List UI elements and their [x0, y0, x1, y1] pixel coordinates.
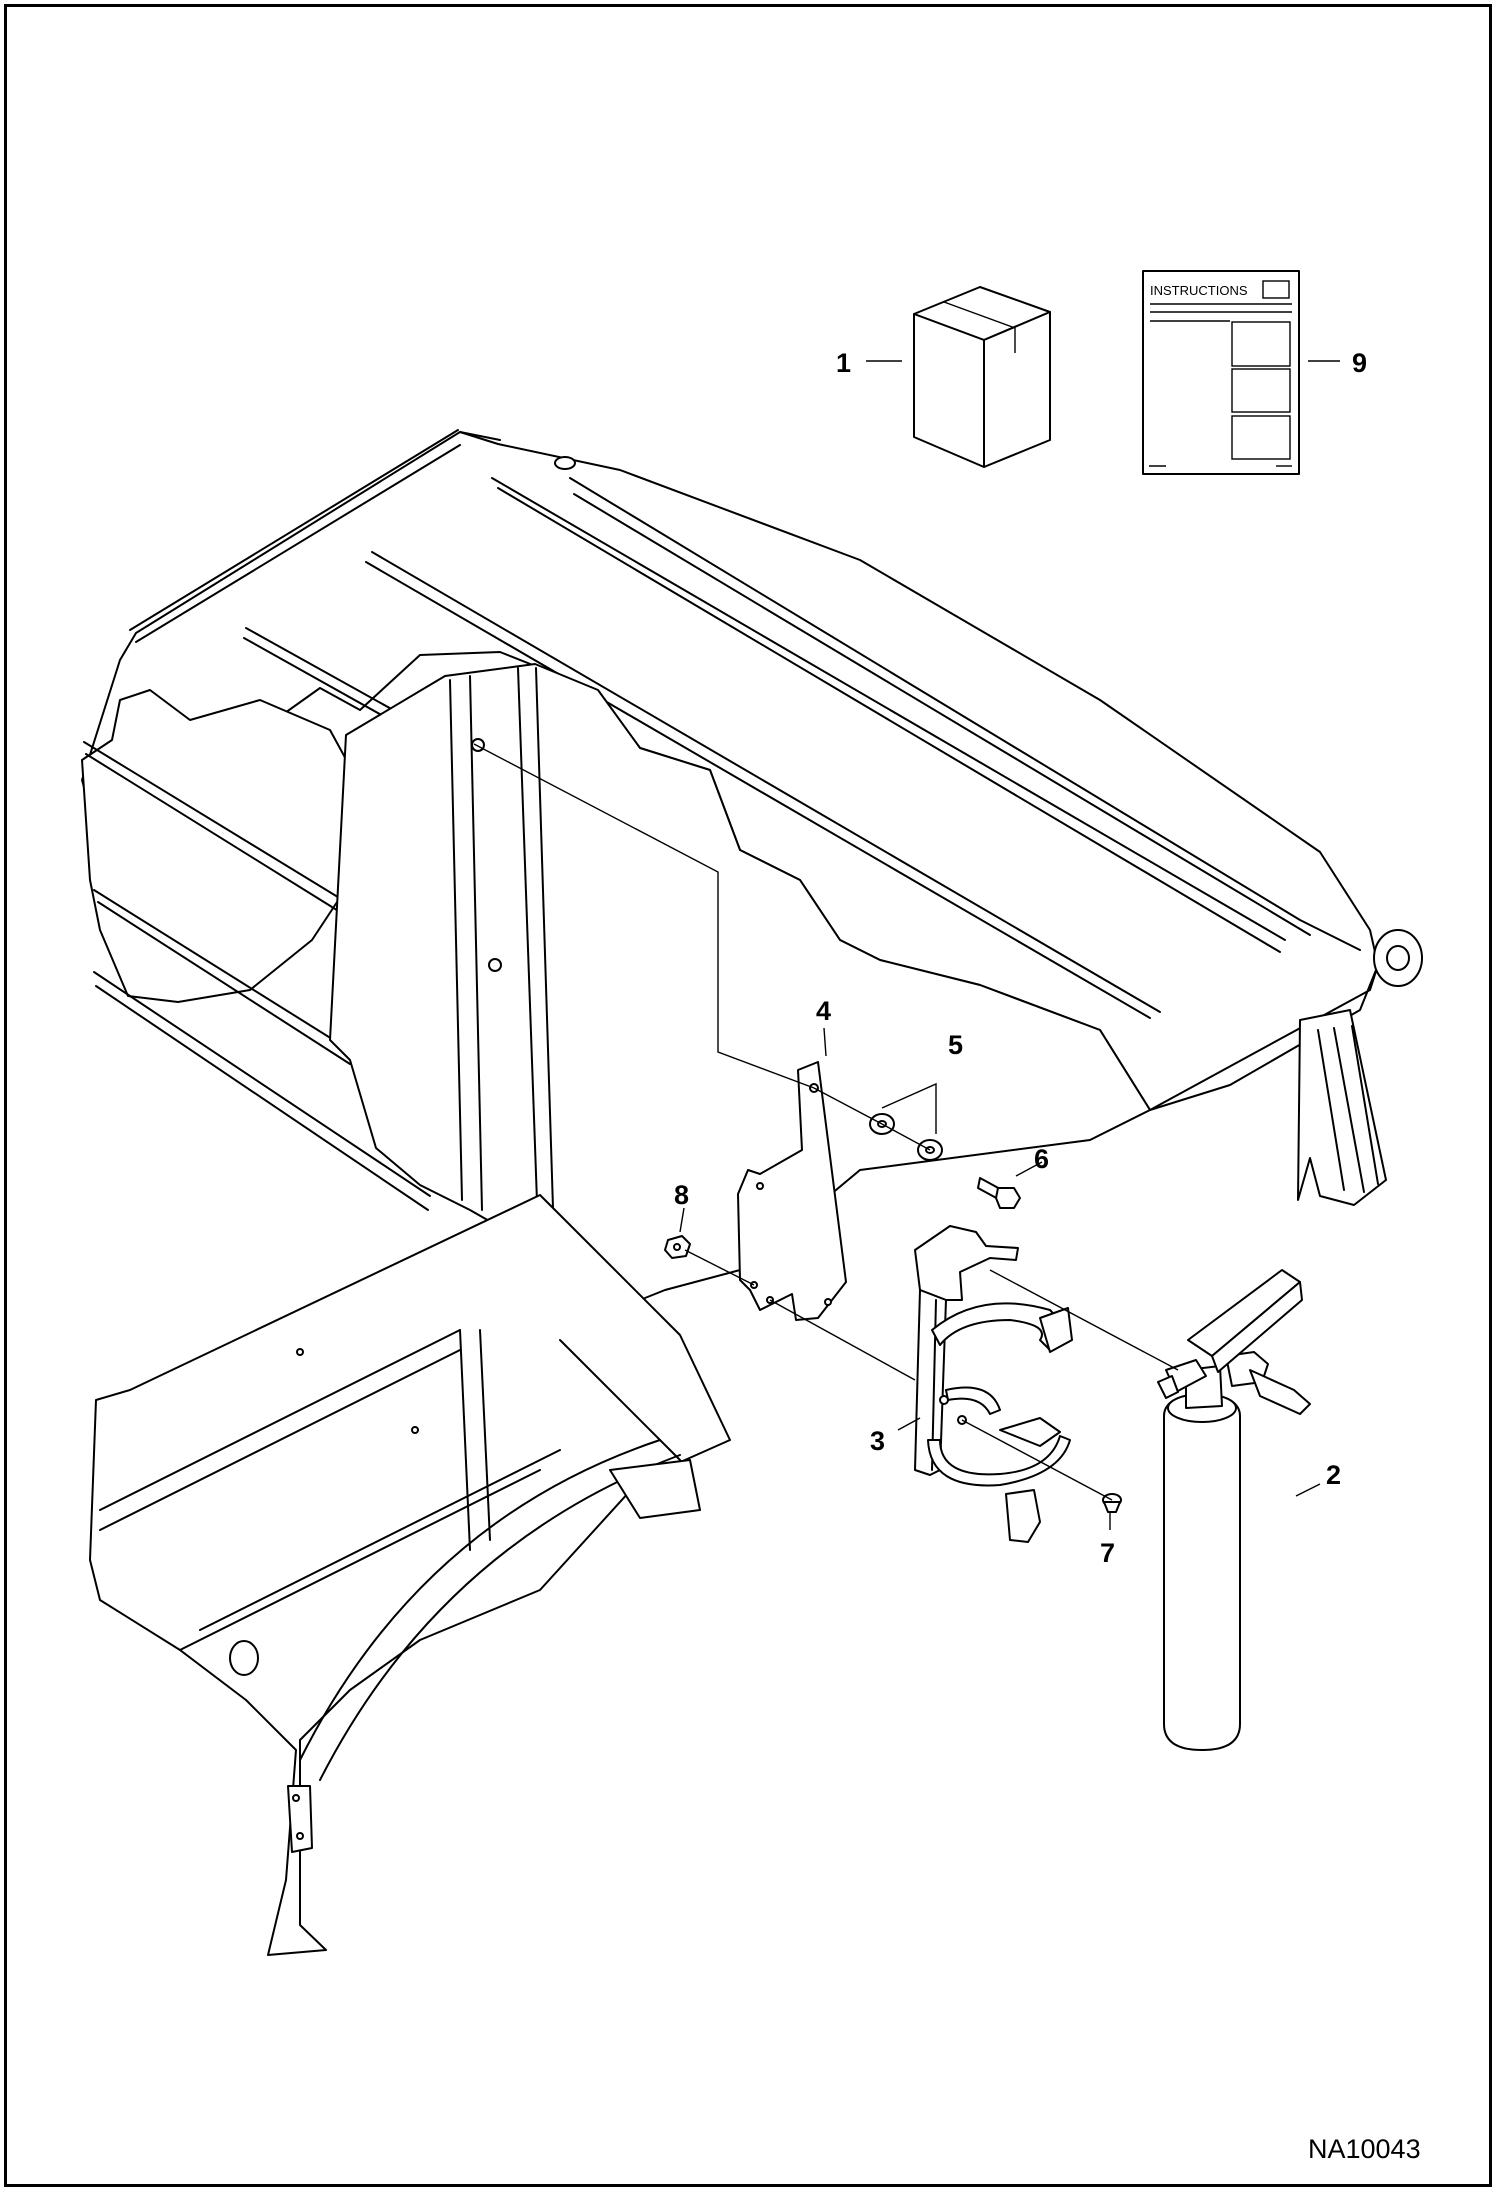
- figure-code: NA10043: [1308, 2134, 1421, 2164]
- cab-post: [329, 663, 1151, 1311]
- callout-leaders: [679, 360, 1340, 1530]
- callout-2: 2: [1326, 1460, 1341, 1490]
- lower-frame: [89, 1194, 731, 1956]
- callout-8: 8: [674, 1180, 689, 1210]
- callout-6: 6: [1034, 1144, 1049, 1174]
- assembly-lines: [473, 743, 1179, 1501]
- callouts: 1 9 4 5 6 8 3 2 7: [674, 348, 1367, 1568]
- callout-3: 3: [870, 1426, 885, 1456]
- callout-9: 9: [1352, 348, 1367, 378]
- callout-1: 1: [836, 348, 851, 378]
- canopy-panel: [81, 429, 1423, 1211]
- kit-box: [913, 286, 1051, 468]
- mounting-plate: [737, 1061, 847, 1321]
- callout-5: 5: [948, 1030, 963, 1060]
- bolt: [977, 1177, 1021, 1209]
- drawing-frame: [4, 4, 1492, 2187]
- clamp-bracket: [914, 1225, 1073, 1543]
- fire-extinguisher: [1157, 1269, 1311, 1751]
- nut: [664, 1235, 691, 1259]
- callout-4: 4: [816, 996, 831, 1026]
- instructions-title: INSTRUCTIONS: [1150, 283, 1248, 298]
- callout-7: 7: [1100, 1538, 1115, 1568]
- instructions-sheet: INSTRUCTIONS: [1142, 270, 1300, 475]
